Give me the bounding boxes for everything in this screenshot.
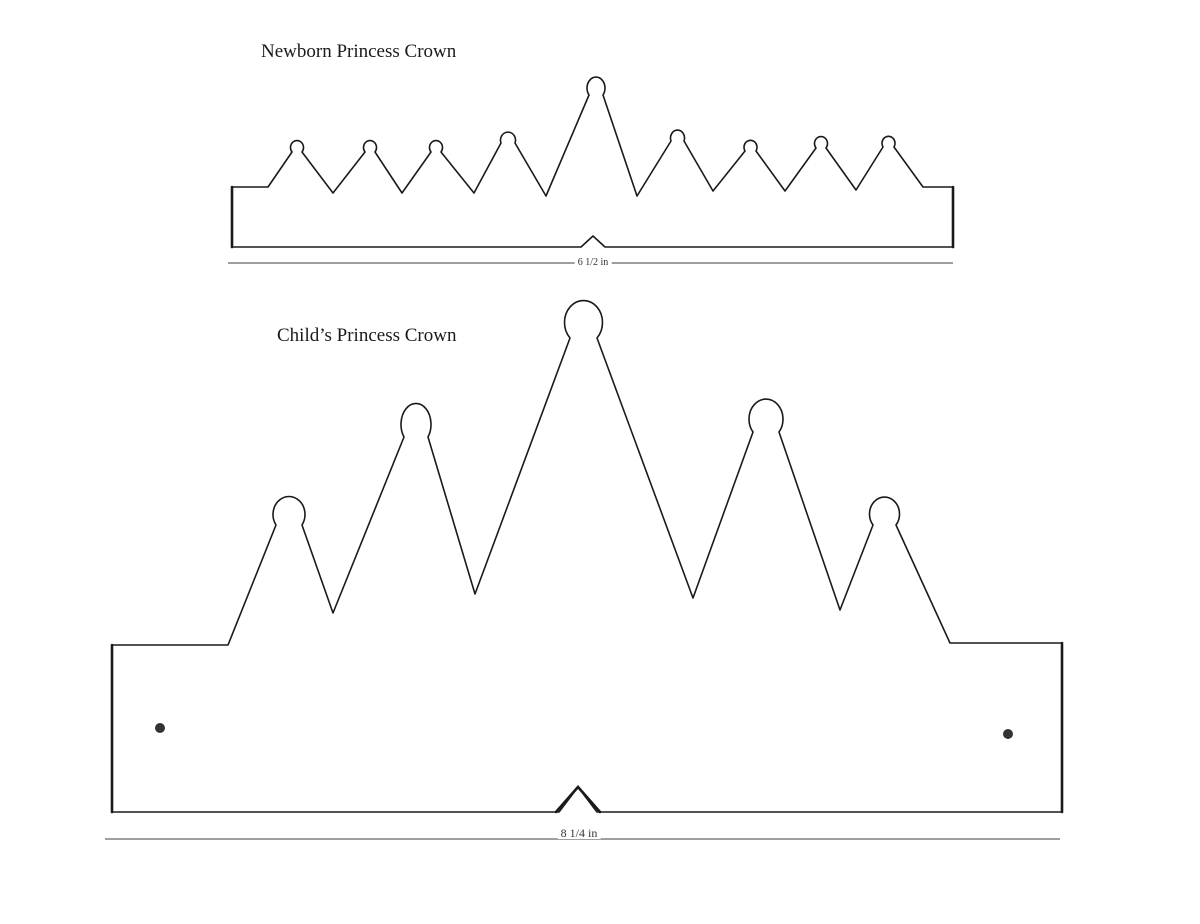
child-width-label: 8 1/4 in <box>557 827 601 839</box>
right-punch-hole <box>1003 729 1013 739</box>
newborn-width-label: 6 1/2 in <box>574 258 612 268</box>
child-crown-center-notch <box>554 785 602 814</box>
child-crown-title: Child’s Princess Crown <box>277 325 457 346</box>
newborn-crown-outline <box>231 76 954 248</box>
left-punch-hole <box>155 723 165 733</box>
newborn-crown-template <box>228 76 955 264</box>
newborn-crown-title: Newborn Princess Crown <box>261 41 457 62</box>
child-crown-template <box>105 299 1064 840</box>
child-crown-outline <box>111 299 1063 813</box>
